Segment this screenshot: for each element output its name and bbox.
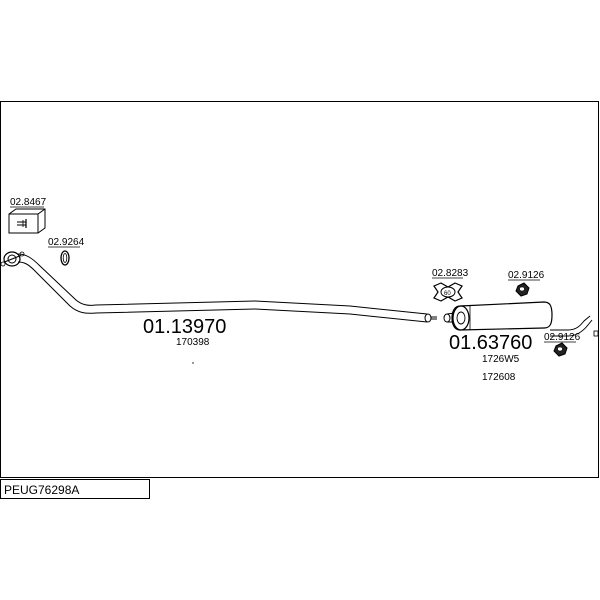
rear-silencer	[443, 301, 599, 337]
part-02-8467: 02.8467	[8, 197, 47, 234]
part-label-02-9126-upper: 02.9126	[508, 270, 545, 281]
section-number-01-13970: 01.13970	[143, 316, 226, 338]
part-label-02-9126-lower: 02.9126	[544, 332, 581, 343]
part-label-02-8467: 02.8467	[10, 197, 47, 208]
front-pipe	[0, 251, 437, 323]
part-label-02-9264: 02.9264	[48, 237, 85, 248]
part-02-9126-lower: 02.9126	[544, 332, 581, 357]
part-marking-02-8283: 60	[444, 291, 451, 297]
part-label-02-8283: 02.8283	[432, 268, 469, 279]
diagram-frame	[0, 101, 599, 478]
diagram-code-box	[0, 479, 150, 499]
part-02-8283: 02.8283 60	[432, 268, 469, 302]
section-ref-172608: 172608	[482, 372, 516, 383]
diagram-code: PEUG76298A	[4, 483, 79, 497]
section-number-01-63760: 01.63760	[449, 332, 532, 354]
dot-marker	[192, 362, 194, 364]
section-ref-170398: 170398	[176, 337, 210, 348]
part-02-9264: 02.9264	[48, 237, 85, 266]
section-ref-1726W5: 1726W5	[482, 354, 520, 365]
part-02-9126-upper: 02.9126	[508, 270, 545, 297]
